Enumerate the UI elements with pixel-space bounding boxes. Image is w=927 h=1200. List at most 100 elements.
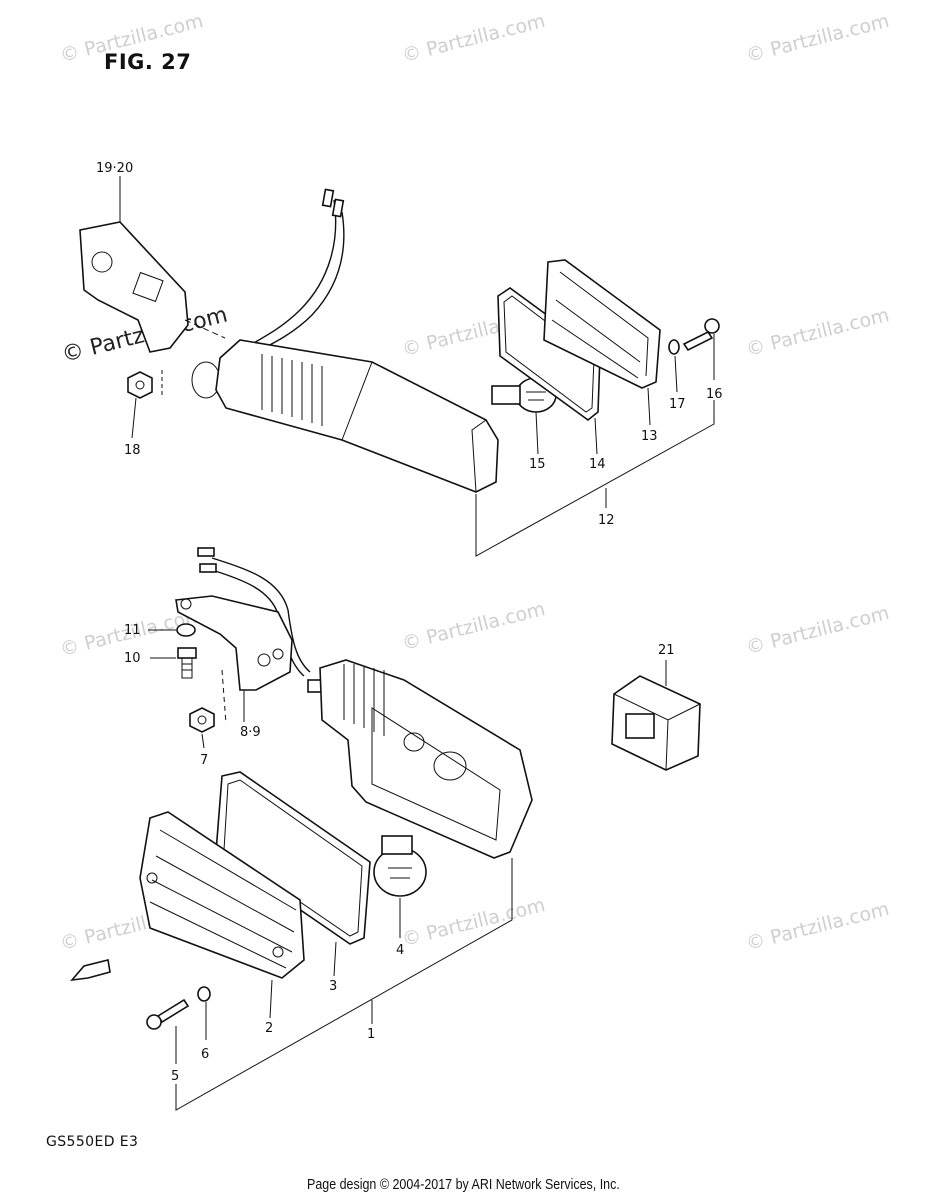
callout-8-9: 8·9: [240, 725, 261, 740]
bracket-hole: [91, 251, 113, 273]
fwd-arrow-icon: [70, 959, 111, 982]
bracket-part-8-9[interactable]: [175, 595, 293, 691]
watermark: © Partzilla.com: [744, 10, 892, 67]
screw-part-16[interactable]: [682, 330, 714, 352]
bracket-part-19-20[interactable]: [79, 221, 189, 353]
bulb-filament: [388, 867, 412, 879]
screw-head: [704, 318, 720, 334]
housing-edge: [341, 361, 487, 493]
lens-hole: [272, 946, 284, 958]
mount-line: [184, 319, 226, 339]
upper-turn-signal-assembly: [79, 176, 720, 557]
callout-4: 4: [396, 943, 404, 958]
leader-line: [333, 941, 337, 977]
callout-7: 7: [200, 753, 208, 768]
model-code: GS550ED E3: [46, 1134, 139, 1150]
lower-turn-signal-assembly: FWD: [70, 547, 701, 1111]
watermark: © Partzilla.com: [744, 602, 892, 659]
wire-terminal: [199, 563, 217, 573]
bolt-head-part-10[interactable]: [177, 647, 197, 659]
bulb-base: [491, 385, 521, 405]
figure-title: FIG. 27: [104, 50, 192, 74]
washer-part-17[interactable]: [668, 339, 680, 355]
callout-1: 1: [367, 1027, 375, 1042]
leader-line: [535, 411, 539, 455]
callout-3: 3: [329, 979, 337, 994]
turn-signal-housing-part-1[interactable]: [319, 659, 533, 859]
wire: [237, 199, 337, 353]
bulb-part-4[interactable]: [373, 847, 427, 897]
leader-line: [594, 417, 598, 455]
wire-terminal: [321, 188, 335, 208]
mount-line: [221, 669, 227, 725]
wire-terminal: [331, 198, 345, 218]
turn-signal-housing-part-12[interactable]: [215, 339, 499, 493]
housing-rib: [261, 354, 323, 426]
lens-ridge: [551, 271, 649, 379]
bracket-hole: [272, 648, 284, 660]
callout-19-20: 19·20: [96, 161, 133, 176]
bracket-hole: [180, 598, 192, 610]
callout-labels: 19·20 18 15 14 13 17 16 12 11 10 8·9 7 2…: [96, 161, 723, 1084]
socket: [403, 732, 425, 752]
wire-terminal: [197, 547, 215, 557]
nut-hole: [135, 380, 145, 390]
relay-edge: [613, 693, 701, 771]
screw-head: [146, 1014, 162, 1030]
callout-13: 13: [641, 429, 658, 444]
footer-copyright: Page design © 2004-2017 by ARI Network S…: [307, 1177, 620, 1193]
screw-part-5[interactable]: [156, 998, 190, 1024]
bracket-hole: [257, 653, 271, 667]
lens-part-13[interactable]: [543, 259, 661, 389]
fwd-label: FWD: [84, 965, 104, 978]
nut-hole: [197, 715, 207, 725]
callout-16: 16: [706, 387, 723, 402]
relay-part-21[interactable]: [611, 675, 701, 771]
leader-line: [647, 387, 651, 426]
leader-line: [201, 733, 205, 749]
nut-part-7[interactable]: [189, 707, 215, 733]
callout-15: 15: [529, 457, 546, 472]
wire: [211, 557, 311, 673]
callout-2: 2: [265, 1021, 273, 1036]
relay-connector: [625, 713, 655, 739]
callout-6: 6: [201, 1047, 209, 1062]
socket: [433, 751, 467, 781]
leader-line: [269, 979, 273, 1019]
washer-part-6[interactable]: [197, 986, 211, 1002]
watermark: © Partzilla.com: [58, 10, 206, 67]
leader-line: [131, 397, 137, 439]
housing-cavity: [371, 707, 501, 841]
watermark: © Partzilla.com: [400, 598, 548, 655]
bolt-shank: [181, 658, 193, 679]
gasket-inner: [503, 295, 595, 413]
watermark: © Partzilla.com: [400, 10, 548, 67]
callout-10: 10: [124, 651, 141, 666]
callout-12: 12: [598, 513, 615, 528]
gasket-part-14[interactable]: [497, 287, 601, 422]
callout-14: 14: [589, 457, 606, 472]
bracket-slot: [132, 271, 164, 303]
lens-ridge: [149, 829, 297, 969]
watermark: © Partzilla.com: [400, 894, 548, 951]
housing-rib: [343, 664, 385, 736]
washer-part-11[interactable]: [176, 623, 196, 637]
wire: [247, 211, 345, 357]
group-bracket-1: [175, 858, 513, 1111]
group-bracket-12: [475, 400, 715, 557]
callout-18: 18: [124, 443, 141, 458]
callout-17: 17: [669, 397, 686, 412]
callout-21: 21: [658, 643, 675, 658]
bulb-filament: [526, 391, 546, 401]
leader-line: [674, 355, 678, 393]
callout-5: 5: [171, 1069, 179, 1084]
callout-11: 11: [124, 623, 141, 638]
lens-hole: [146, 872, 158, 884]
lens-part-2[interactable]: [139, 811, 305, 979]
watermark: © Partzilla.com: [744, 898, 892, 955]
watermark: © Partzilla.com: [744, 304, 892, 361]
wire-loop: [191, 361, 221, 399]
bulb-base: [381, 835, 413, 855]
nut-part-18[interactable]: [127, 371, 153, 399]
